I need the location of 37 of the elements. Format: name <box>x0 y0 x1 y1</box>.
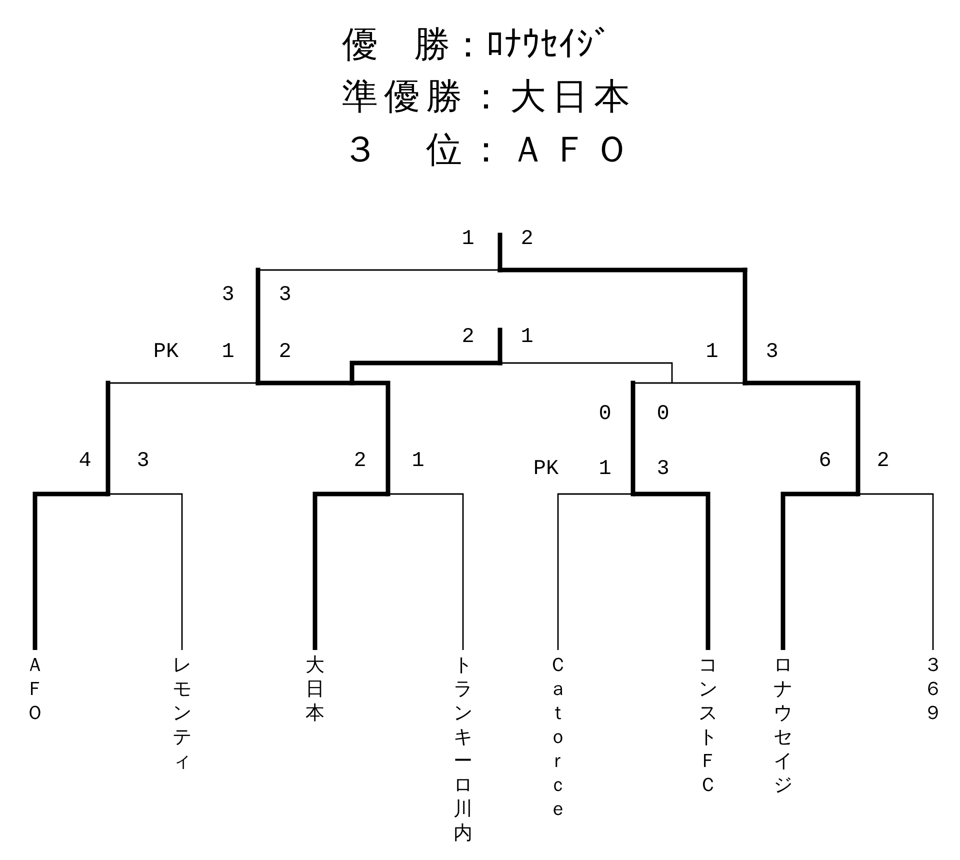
score: 3 <box>278 284 292 308</box>
score: 1 <box>706 340 718 366</box>
team-name: ＡＦＯ <box>25 653 45 725</box>
score: 3 <box>136 450 150 474</box>
score: 2 <box>876 450 890 474</box>
score: 4 <box>78 450 92 474</box>
bracket-line <box>32 492 183 650</box>
team-name: 大日本 <box>305 653 325 725</box>
result-line: ３ 位：ＡＦＯ <box>342 129 636 171</box>
bracket-line <box>312 492 464 650</box>
score: 1 <box>222 340 234 366</box>
score: 3 <box>766 340 778 366</box>
team-name: ロナウセイジ <box>773 653 793 797</box>
team-name: レモンティ <box>172 653 192 773</box>
score: 3 <box>656 458 670 482</box>
team-name: Ｃａｔｏｒｃｅ <box>548 653 568 821</box>
team-name: トランキーロ川内 <box>453 653 473 845</box>
result-line: 優 勝：ﾛﾅｳｾｲｼﾞ <box>342 24 612 66</box>
score: 0 <box>598 402 612 428</box>
score: 2 <box>520 228 534 252</box>
score: 6 <box>818 450 832 474</box>
score: 2 <box>278 340 292 366</box>
score: 1 <box>598 458 612 482</box>
score: 1 <box>462 228 474 252</box>
score: 1 <box>520 326 534 350</box>
penalty-label: PK <box>153 340 179 366</box>
team-name: ３６９ <box>923 653 943 725</box>
score: 2 <box>354 450 366 474</box>
score: 1 <box>412 450 424 474</box>
score: 0 <box>656 402 670 428</box>
penalty-label: PK <box>533 458 559 482</box>
bracket-line <box>780 492 934 650</box>
score: 3 <box>222 284 234 308</box>
bracket-line <box>557 492 710 650</box>
result-line: 準優勝：大日本 <box>342 76 636 118</box>
score: 2 <box>462 326 474 350</box>
team-name: コンストＦＣ <box>698 653 718 797</box>
